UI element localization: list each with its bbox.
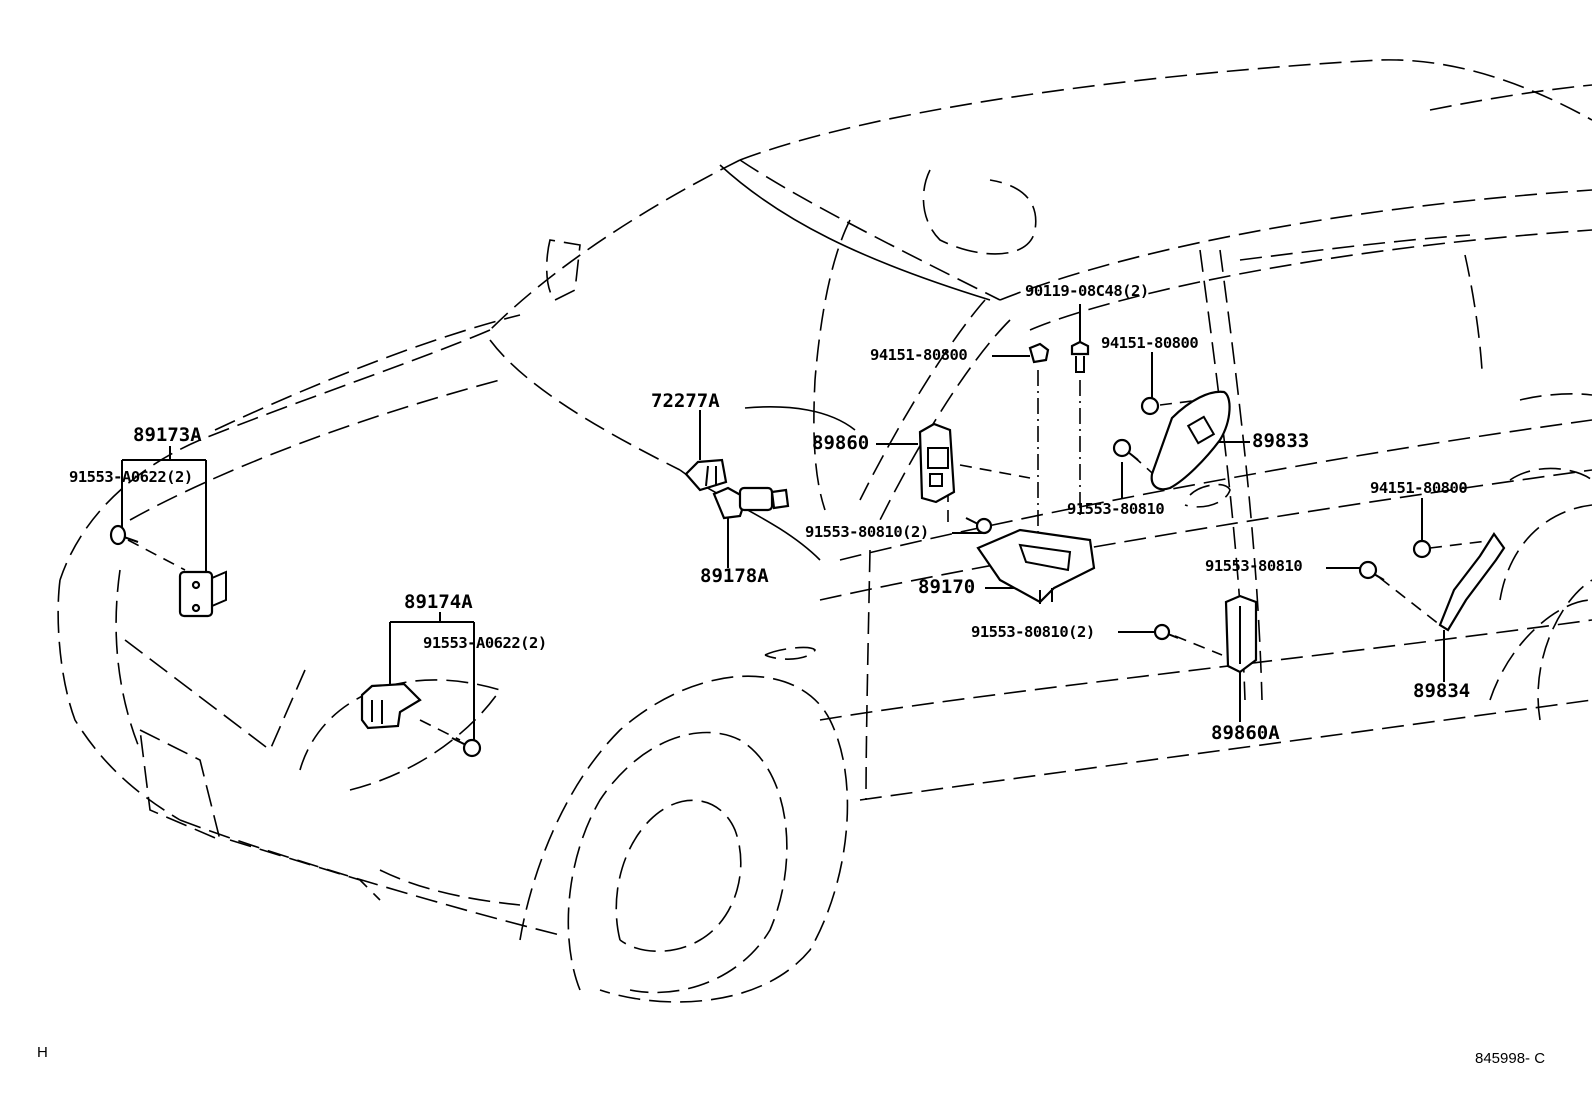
bolt-91553-80810-door [1112, 438, 1139, 461]
label-89833[interactable]: 89833 [1252, 430, 1310, 452]
label-72277A[interactable]: 72277A [651, 390, 720, 412]
bolt-91553-80810-rear [1358, 560, 1385, 581]
label-89173A[interactable]: 89173A [133, 424, 202, 446]
label-94151-80800-upper[interactable]: 94151-80800 [1101, 334, 1199, 352]
part-89833-sensor [1150, 390, 1231, 491]
part-89178A-sensor [712, 486, 790, 520]
bolt-90119-08C48 [1070, 340, 1090, 373]
bolt-91553-80810-center [965, 517, 993, 535]
label-91553-80810-x2-center[interactable]: 91553-80810(2) [805, 523, 929, 541]
part-72277A-clip [684, 458, 728, 492]
label-91553-80810-door[interactable]: 91553-80810 [1067, 500, 1165, 518]
label-89860[interactable]: 89860 [812, 432, 870, 454]
label-89174A[interactable]: 89174A [404, 591, 473, 613]
bolt-91553-80810-lower [1153, 623, 1179, 641]
part-89170-computer [976, 528, 1096, 604]
label-89834[interactable]: 89834 [1413, 680, 1471, 702]
figure-id: 845998- C [1475, 1050, 1546, 1067]
label-90119-08C48[interactable]: 90119-08C48(2) [1025, 282, 1149, 300]
label-91553-A0622-left[interactable]: 91553-A0622(2) [69, 468, 193, 486]
label-94151-80800-center[interactable]: 94151-80800 [870, 346, 968, 364]
nut-94151-80800-rear [1412, 539, 1432, 559]
leader-lines [121, 304, 1496, 741]
part-89173A-sensor [178, 570, 227, 618]
label-89860A[interactable]: 89860A [1211, 722, 1280, 744]
part-89860-sensor [918, 422, 956, 504]
label-89170[interactable]: 89170 [918, 576, 976, 598]
nut-94151-80800-center [1028, 342, 1050, 364]
part-89174A-sensor [360, 682, 422, 730]
label-89178A[interactable]: 89178A [700, 565, 769, 587]
part-89860A-sensor [1224, 594, 1258, 674]
footer-left-code: H [37, 1044, 48, 1061]
label-91553-A0622-right[interactable]: 91553-A0622(2) [423, 634, 547, 652]
nut-94151-80800-upper [1140, 396, 1160, 416]
bolt-91553-A0622-left [109, 524, 139, 546]
label-91553-80810-rear[interactable]: 91553-80810 [1205, 557, 1303, 575]
label-91553-80810-x2-lower[interactable]: 91553-80810(2) [971, 623, 1095, 641]
bolt-91553-A0622-right [451, 737, 482, 758]
label-94151-80800-rear[interactable]: 94151-80800 [1370, 479, 1468, 497]
part-89834-sensor [1438, 532, 1506, 632]
